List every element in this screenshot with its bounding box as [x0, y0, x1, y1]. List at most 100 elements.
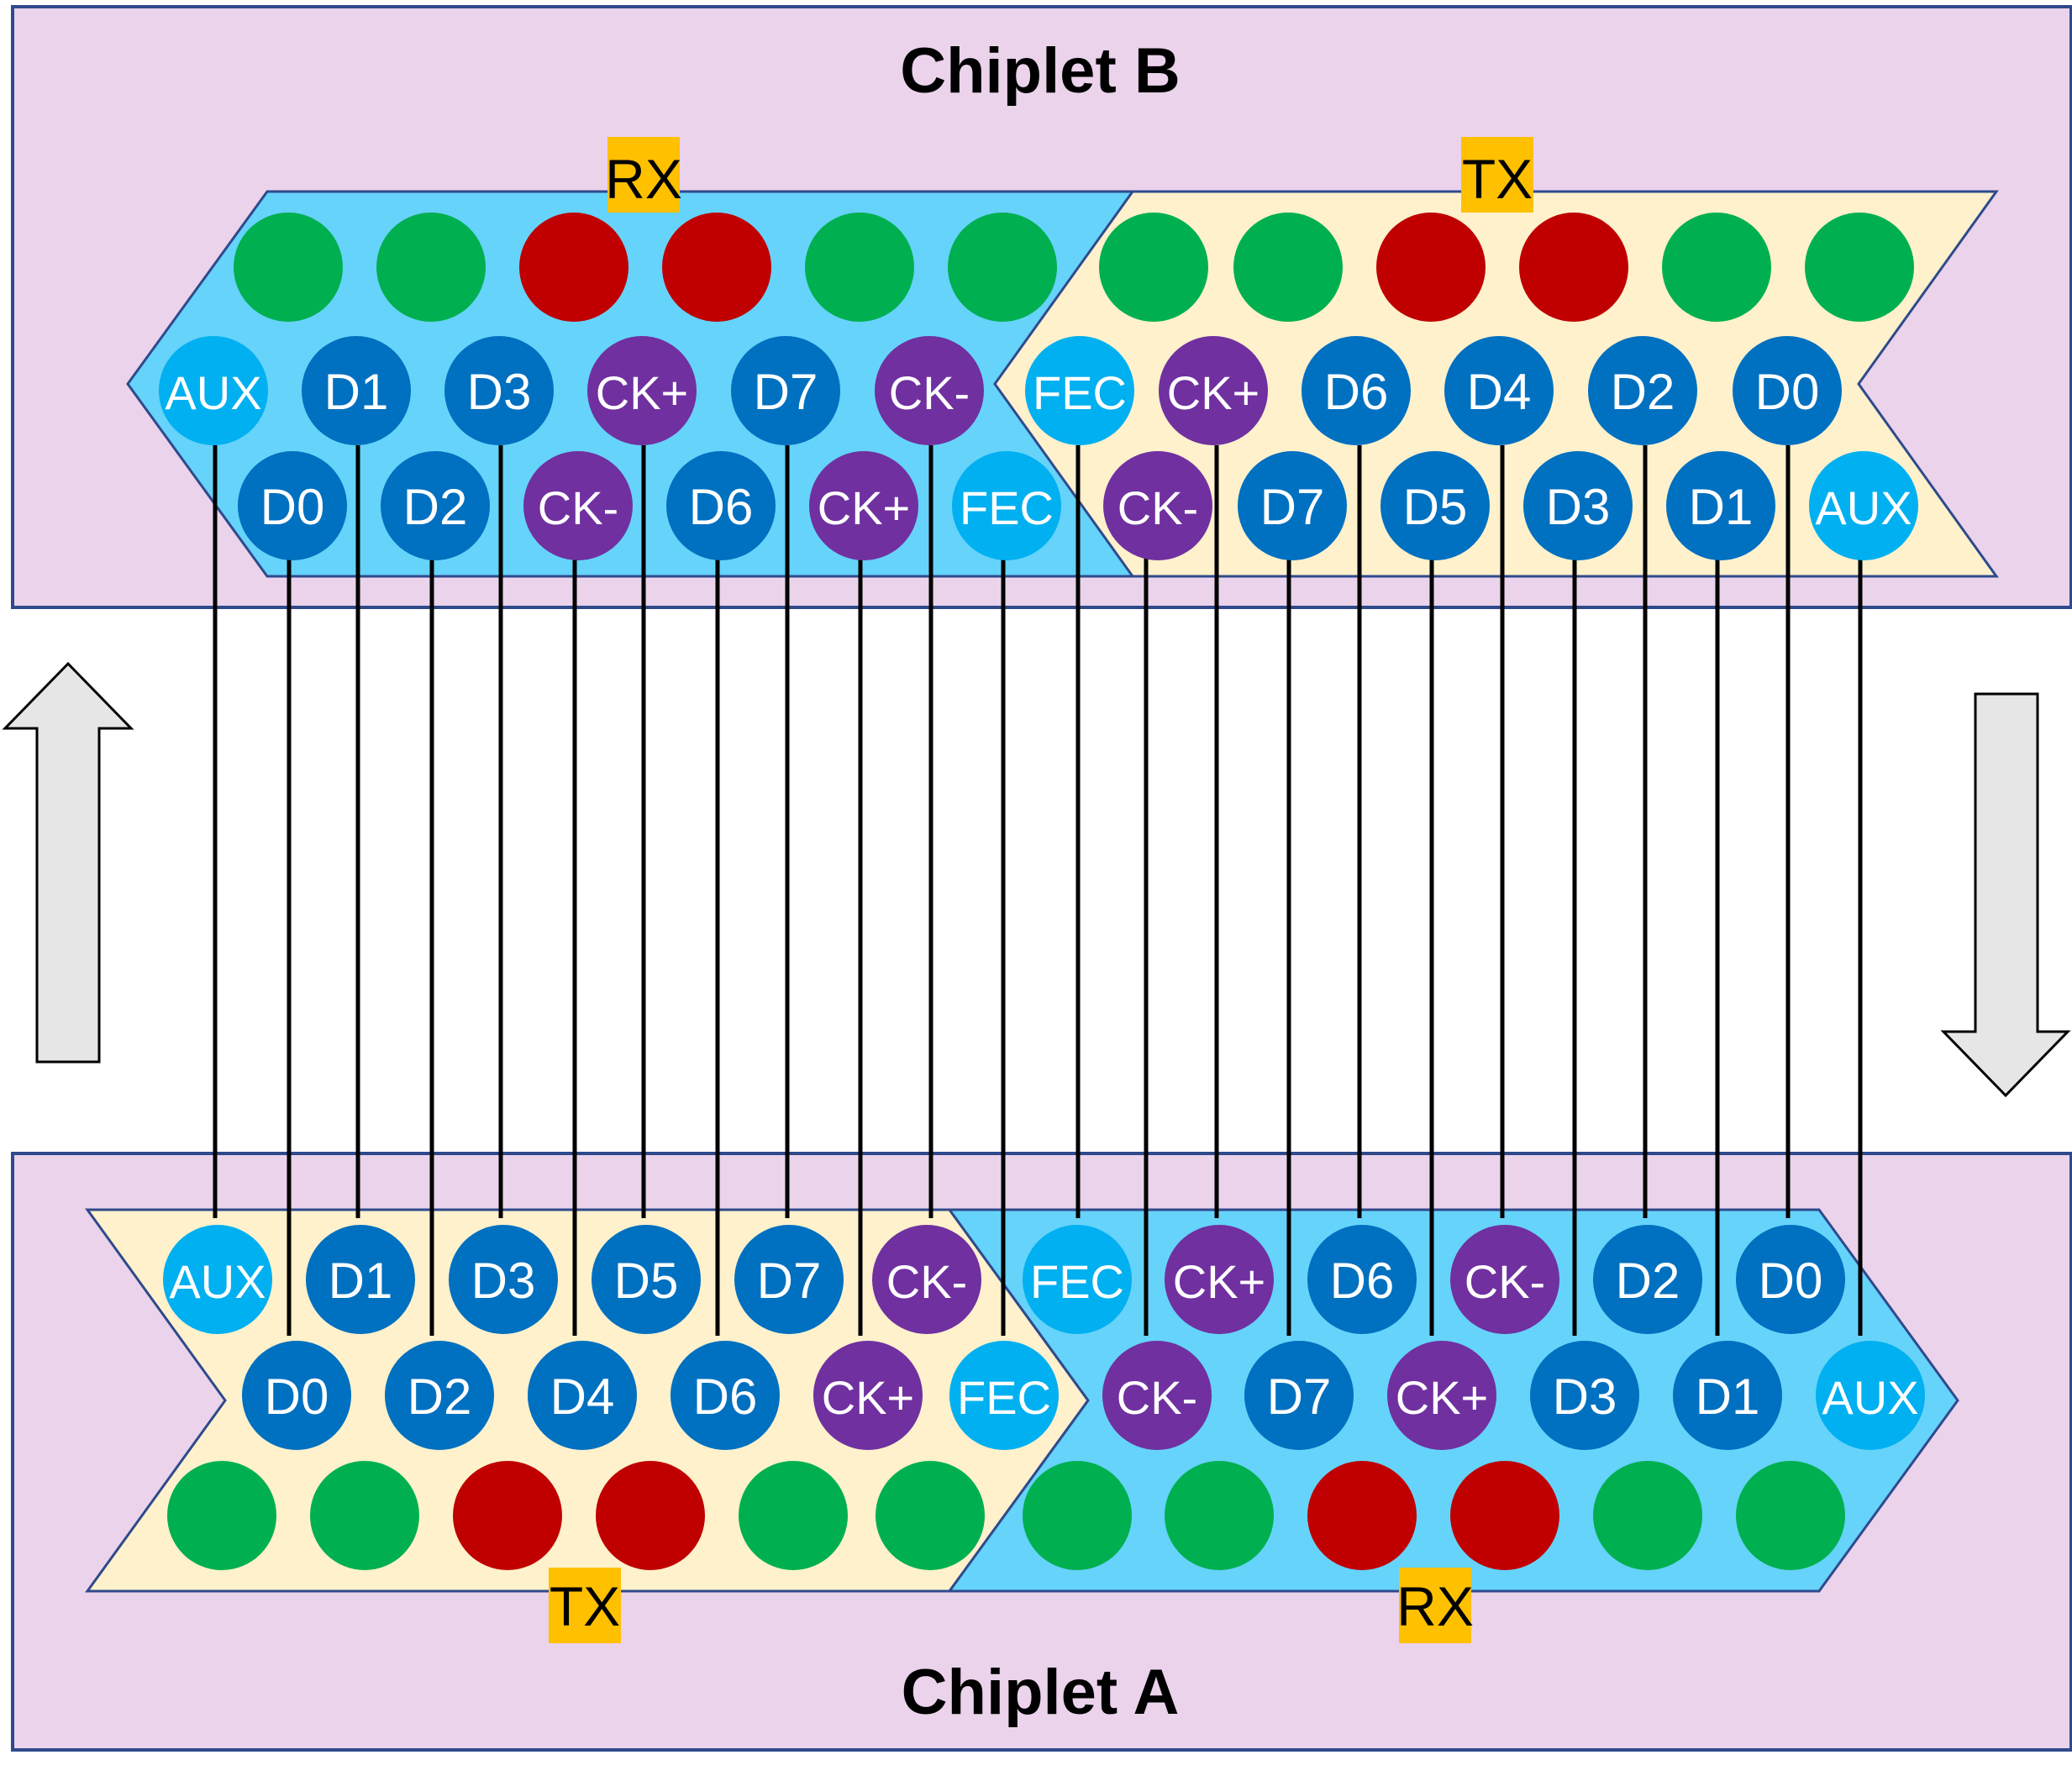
pin-ck-minus: CK-: [875, 336, 984, 445]
pin-bump: [1244, 1341, 1354, 1450]
pin-bump: [734, 1225, 844, 1334]
pin-d4: D4: [1444, 336, 1554, 445]
pin-ck-minus: CK-: [1102, 1341, 1212, 1450]
pin-bump: [1238, 451, 1347, 560]
power-bump: [1662, 213, 1771, 322]
pin-d3: D3: [1523, 451, 1633, 560]
pin-label: D2: [1611, 364, 1675, 420]
pin-bump: [238, 451, 347, 560]
pin-label: CK+: [1167, 366, 1260, 419]
pin-label: CK-: [886, 1255, 967, 1308]
pin-bump: [952, 451, 1061, 560]
pin-ck-minusplus: CK+: [813, 1341, 923, 1450]
pin-bump: [1444, 336, 1554, 445]
pin-bump: [444, 336, 554, 445]
power-bump: [376, 213, 486, 322]
pin-label: CK-: [1118, 481, 1198, 534]
pin-d2: D2: [381, 451, 490, 560]
chiplet-a-rx-label: RX: [1396, 1568, 1474, 1643]
pin-label: CK+: [822, 1371, 915, 1424]
pin-label: D2: [403, 479, 468, 535]
svg-text:RX: RX: [1396, 1575, 1474, 1637]
power-bump: [167, 1461, 276, 1570]
pin-bump: [385, 1341, 494, 1450]
svg-text:TX: TX: [550, 1575, 620, 1637]
pin-bump: [306, 1225, 415, 1334]
pin-d3: D3: [1530, 1341, 1639, 1450]
power-bump: [1233, 213, 1343, 322]
pin-label: D7: [757, 1253, 822, 1309]
pin-label: D5: [1403, 479, 1468, 535]
pin-bump: [1530, 1341, 1639, 1450]
pin-label: D3: [471, 1253, 536, 1309]
pin-ck-minusplus: CK+: [809, 451, 918, 560]
pin-label: FEC: [957, 1371, 1051, 1424]
pin-label: D5: [614, 1253, 679, 1309]
pin-bump: [1165, 1225, 1274, 1334]
chiplet-b-rx-label: RX: [605, 137, 682, 213]
pin-d0: D0: [242, 1341, 351, 1450]
pin-label: D3: [467, 364, 532, 420]
pin-bump: [1302, 336, 1411, 445]
pin-label: FEC: [1030, 1255, 1124, 1308]
pin-label: CK+: [1173, 1255, 1266, 1308]
ground-bump: [1519, 213, 1628, 322]
pin-label: D0: [1759, 1253, 1823, 1309]
chiplet-b-title: Chiplet B: [900, 35, 1181, 107]
ground-bump: [1376, 213, 1486, 322]
pin-aux: AUX: [159, 336, 268, 445]
pin-d7: D7: [734, 1225, 844, 1334]
pin-label: AUX: [169, 1255, 266, 1308]
pin-bump: [1593, 1225, 1702, 1334]
pin-label: D6: [693, 1369, 758, 1425]
pin-bump: [813, 1341, 923, 1450]
pin-d1: D1: [306, 1225, 415, 1334]
pin-bump: [1103, 451, 1212, 560]
pin-label: D3: [1553, 1369, 1617, 1425]
pin-d6: D6: [671, 1341, 780, 1450]
pin-bump: [875, 336, 984, 445]
pin-label: D4: [1467, 364, 1532, 420]
power-bump: [805, 213, 914, 322]
pin-d2: D2: [1588, 336, 1697, 445]
pin-label: D6: [1330, 1253, 1395, 1309]
pin-ck-minusplus: CK+: [1159, 336, 1268, 445]
pin-d6: D6: [666, 451, 776, 560]
pin-label: AUX: [1822, 1371, 1918, 1424]
pin-ck-minus: CK-: [872, 1225, 981, 1334]
pin-label: AUX: [165, 366, 261, 419]
pin-label: D2: [408, 1369, 472, 1425]
pin-bump: [1816, 1341, 1925, 1450]
pin-bump: [1733, 336, 1842, 445]
ground-bump: [662, 213, 771, 322]
pin-d1: D1: [1666, 451, 1775, 560]
pin-bump: [523, 451, 633, 560]
pin-d6: D6: [1307, 1225, 1417, 1334]
pin-label: FEC: [960, 481, 1054, 534]
pin-d3: D3: [449, 1225, 558, 1334]
pin-d7: D7: [731, 336, 840, 445]
pin-bump: [302, 336, 411, 445]
pin-bump: [449, 1225, 558, 1334]
power-bump: [1165, 1461, 1274, 1570]
pin-label: D6: [689, 479, 754, 535]
power-bump: [876, 1461, 985, 1570]
svg-text:RX: RX: [605, 148, 682, 210]
pin-bump: [809, 451, 918, 560]
pin-label: D1: [329, 1253, 393, 1309]
down-arrow: [1940, 692, 2071, 1098]
chiplet-b-tx-label: TX: [1461, 137, 1533, 213]
pin-bump: [159, 336, 268, 445]
ground-bump: [519, 213, 628, 322]
pin-label: D0: [1755, 364, 1820, 420]
chiplet-a-tx-label: TX: [549, 1568, 621, 1643]
pin-d7: D7: [1238, 451, 1347, 560]
pin-fec: FEC: [949, 1341, 1059, 1450]
pin-ck-minusplus: CK+: [587, 336, 697, 445]
pin-d3: D3: [444, 336, 554, 445]
pin-bump: [1307, 1225, 1417, 1334]
interconnect-wires: [213, 445, 1863, 1336]
pin-label: D7: [1260, 479, 1325, 535]
